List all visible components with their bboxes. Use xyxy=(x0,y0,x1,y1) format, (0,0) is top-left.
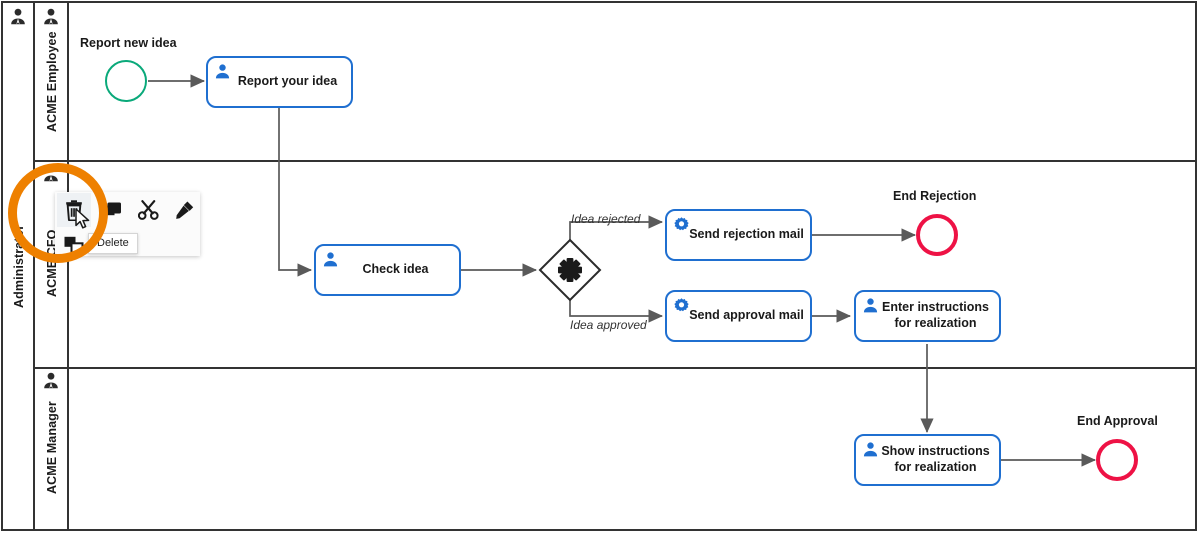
user-task-icon xyxy=(863,298,878,313)
participant-icon xyxy=(44,372,58,389)
mouse-cursor-icon xyxy=(75,208,90,229)
lane-divider-1 xyxy=(35,160,1197,162)
start-event-report-new-idea[interactable] xyxy=(105,60,147,102)
task-label: Check idea xyxy=(362,262,429,277)
flow-label-idea-approved: Idea approved xyxy=(570,318,647,332)
task-label: Show instructions for realization xyxy=(881,444,990,474)
task-report-your-idea[interactable]: Report your idea xyxy=(206,56,353,108)
task-enter-instructions-for-realization[interactable]: Enter instructions for realization xyxy=(854,290,1001,342)
task-send-approval-mail[interactable]: Send approval mail xyxy=(665,290,812,342)
user-task-icon xyxy=(215,64,230,79)
end-event-rejection[interactable] xyxy=(916,214,958,256)
user-task-icon xyxy=(323,252,338,267)
service-task-icon xyxy=(674,217,689,231)
end-rejection-label: End Rejection xyxy=(893,189,977,203)
task-label: Enter instructions for realization xyxy=(882,300,989,330)
start-event-label: Report new idea xyxy=(80,36,177,50)
context-pad-connect-button[interactable] xyxy=(167,193,201,227)
task-check-idea[interactable]: Check idea xyxy=(314,244,461,296)
lane-acme-employee[interactable]: ACME Employee xyxy=(35,3,1197,160)
service-task-icon xyxy=(674,298,689,312)
participant-icon xyxy=(11,8,25,25)
lane-acme-cfo[interactable]: ACME CFO xyxy=(35,160,1197,367)
context-pad-toolbar[interactable] xyxy=(55,192,200,256)
context-pad-cut-button[interactable] xyxy=(131,193,165,227)
append-shape-icon xyxy=(102,202,121,216)
lane-label-acme-employee: ACME Employee xyxy=(45,31,59,132)
lane-label-acme-manager: ACME Manager xyxy=(45,401,59,495)
task-label: Send approval mail xyxy=(689,308,804,323)
flow-label-idea-rejected: Idea rejected xyxy=(571,212,641,226)
copy-icon xyxy=(64,236,84,254)
pool-header[interactable]: Administrator xyxy=(3,3,35,529)
context-pad-delete-button[interactable] xyxy=(57,193,91,227)
participant-icon xyxy=(44,8,58,25)
complex-gateway[interactable] xyxy=(538,238,602,302)
lane-header-acme-employee[interactable]: ACME Employee xyxy=(35,3,69,160)
task-label: Send rejection mail xyxy=(689,227,804,242)
delete-tooltip: Delete xyxy=(88,233,138,254)
connect-tool-icon xyxy=(175,201,193,219)
task-show-instructions-for-realization[interactable]: Show instructions for realization xyxy=(854,434,1001,486)
pool-label: Administrator xyxy=(12,224,26,308)
lane-divider-2 xyxy=(35,367,1197,369)
context-pad-duplicate-button[interactable] xyxy=(57,228,91,262)
lane-header-acme-manager[interactable]: ACME Manager xyxy=(35,367,69,529)
task-send-rejection-mail[interactable]: Send rejection mail xyxy=(665,209,812,261)
end-event-approval[interactable] xyxy=(1096,439,1138,481)
lane-acme-manager[interactable]: ACME Manager xyxy=(35,367,1197,529)
user-task-icon xyxy=(863,442,878,457)
scissors-icon xyxy=(137,200,159,220)
task-label: Report your idea xyxy=(237,74,338,89)
context-pad-append-button[interactable] xyxy=(95,193,129,227)
end-approval-label: End Approval xyxy=(1077,414,1158,428)
